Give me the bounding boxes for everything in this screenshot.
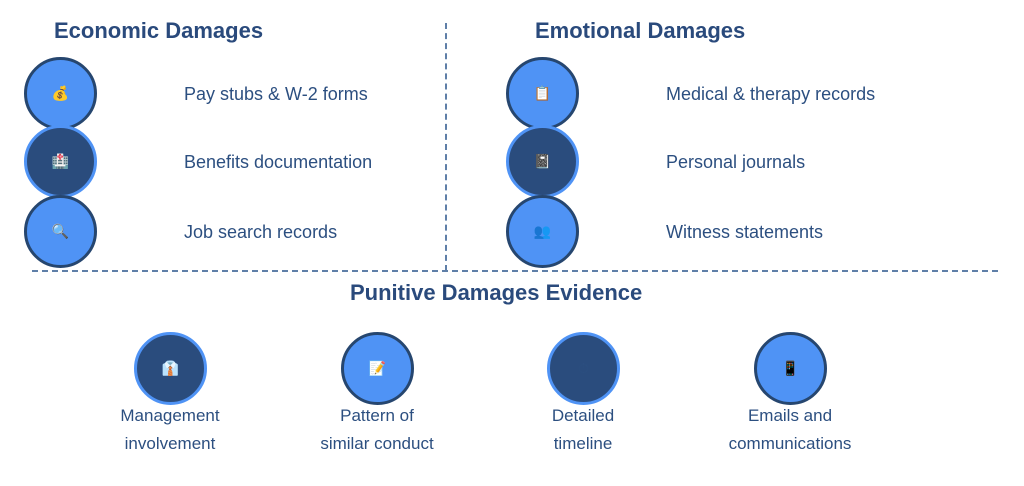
punitive-item-icon-circle: 📝 <box>341 332 414 405</box>
emotional-item-label: Witness statements <box>666 222 824 242</box>
notebook-icon: 📓 <box>533 153 552 170</box>
punitive-item-label-line2: timeline <box>553 434 613 453</box>
economic-item-icon-circle: 💰 <box>24 57 97 130</box>
economic-item-label: Pay stubs & W-2 forms <box>184 84 368 104</box>
punitive-item-label-line2: communications <box>728 434 852 453</box>
economic-item-icon-circle: 🏥 <box>24 125 97 198</box>
emotional-item-label: Medical & therapy records <box>666 84 876 104</box>
punitive-item-icon-circle: 📱 <box>754 332 827 405</box>
punitive-item-label: Emails and communications <box>690 402 890 458</box>
vertical-divider <box>445 23 447 271</box>
punitive-item-label-line1: Management <box>120 406 220 425</box>
punitive-item-label-line1: Detailed <box>551 406 615 425</box>
emotional-damages-title: Emotional Damages <box>535 18 746 43</box>
punitive-item-icon-circle: ⏱ <box>547 332 620 405</box>
economic-item-icon-circle: 🔍 <box>24 195 97 268</box>
punitive-item-label: Pattern of similar conduct <box>277 402 477 458</box>
money-bag-icon: 💰 <box>51 85 70 102</box>
hospital-icon: 🏥 <box>51 153 70 170</box>
mobile-phone-icon: 📱 <box>781 360 800 377</box>
emotional-item-label: Personal journals <box>666 152 806 172</box>
businessperson-icon: 👔 <box>161 360 180 377</box>
stopwatch-icon: ⏱ <box>578 360 589 377</box>
memo-icon: 📝 <box>368 360 387 377</box>
punitive-item-label-line1: Emails and <box>747 406 833 425</box>
punitive-item-label-line2: involvement <box>124 434 216 453</box>
emotional-item-icon-circle: 👥 <box>506 195 579 268</box>
punitive-item-icon-circle: 👔 <box>134 332 207 405</box>
punitive-item-label: Management involvement <box>70 402 270 458</box>
economic-damages-title: Economic Damages <box>54 18 264 43</box>
punitive-item-label-line1: Pattern of <box>340 406 414 425</box>
punitive-damages-title: Punitive Damages Evidence <box>350 280 643 305</box>
economic-item-label: Benefits documentation <box>184 152 373 172</box>
economic-item-label: Job search records <box>184 222 338 242</box>
people-icon: 👥 <box>533 223 552 240</box>
punitive-item-label-line2: similar conduct <box>320 434 434 453</box>
punitive-item-label: Detailed timeline <box>483 402 683 458</box>
horizontal-divider <box>32 270 998 272</box>
emotional-item-icon-circle: 📋 <box>506 57 579 130</box>
clipboard-icon: 📋 <box>533 85 552 102</box>
emotional-item-icon-circle: 📓 <box>506 125 579 198</box>
magnifying-glass-icon: 🔍 <box>51 223 70 240</box>
